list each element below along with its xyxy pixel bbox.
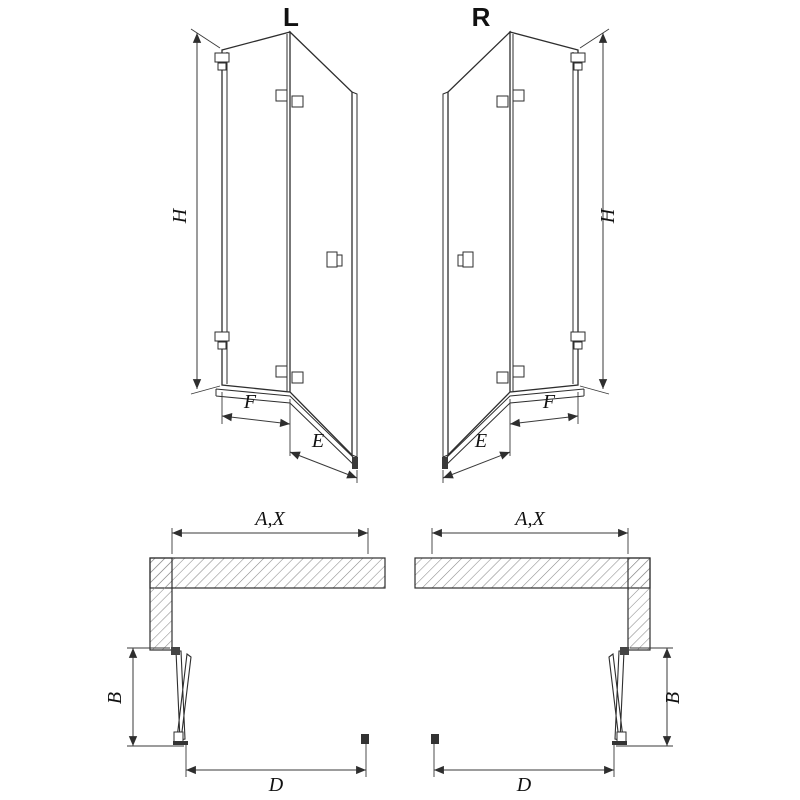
variant-label-left: L	[283, 2, 299, 32]
back-wall-left-plan	[149, 557, 386, 589]
rail-end-cap-right	[442, 457, 448, 469]
folded-door-right-plan	[608, 647, 629, 745]
opening-label-left-plan: D	[268, 774, 284, 796]
folded-door-left-plan	[171, 647, 192, 745]
depth-label-left-plan: B	[104, 692, 126, 704]
e-label-right: E	[474, 430, 487, 452]
width-extension-lines-right-plan	[431, 528, 629, 554]
f-label-right: F	[542, 391, 556, 413]
f-dim-line-left	[221, 413, 291, 427]
width-label-left-plan: A,X	[253, 508, 285, 530]
plan-right: A,X B D	[414, 508, 684, 796]
closing-profile-right-plan	[431, 734, 439, 744]
threshold-piece-left-plan	[173, 741, 188, 745]
bottom-rail-right	[442, 388, 585, 469]
depth-dimension-left-plan: B	[104, 647, 184, 747]
height-extension-lines-right	[579, 28, 610, 395]
depth-label-right-plan: B	[662, 692, 684, 704]
elevation-left: L H F E	[169, 2, 358, 483]
elevation-right: R H F E	[442, 2, 619, 483]
f-dim-line-right	[509, 413, 579, 427]
e-dimension-left: E	[289, 399, 358, 483]
height-extension-lines-left	[190, 28, 221, 395]
e-label-left: E	[311, 430, 324, 452]
e-extension-lines-left	[289, 399, 358, 483]
pivot-block-right-plan	[616, 731, 627, 743]
side-wall-right-plan	[627, 557, 651, 651]
door-blades-right-plan	[608, 650, 625, 741]
plan-left: A,X B D	[104, 508, 386, 796]
opening-dimension-left-plan: D	[185, 744, 367, 796]
door-blades-left-plan	[175, 650, 192, 741]
handle-left	[326, 251, 343, 268]
hinges-right	[496, 52, 586, 384]
pivot-block-left-plan	[173, 731, 184, 743]
back-wall-right-plan	[414, 557, 651, 589]
opening-label-right-plan: D	[516, 774, 532, 796]
side-wall-left-plan	[149, 557, 173, 651]
e-dim-line-right	[442, 451, 511, 479]
height-dimension-left: H	[169, 28, 221, 395]
opening-dimension-right-plan: D	[433, 744, 615, 796]
e-dimension-right: E	[442, 399, 511, 483]
hinges-left	[214, 52, 304, 384]
f-dimension-left: F	[221, 391, 291, 427]
threshold-piece-right-plan	[612, 741, 627, 745]
f-label-left: F	[243, 391, 257, 413]
variant-label-right: R	[472, 2, 491, 32]
depth-dimension-right-plan: B	[616, 647, 684, 747]
f-dimension-right: F	[509, 391, 579, 427]
height-label-right: H	[597, 207, 619, 224]
opening-extension-lines-left-plan	[185, 744, 367, 777]
wall-bracket-left-plan	[171, 647, 180, 655]
width-label-right-plan: A,X	[513, 508, 545, 530]
bottom-rail-left	[215, 388, 358, 469]
height-label-left: H	[169, 207, 191, 224]
width-dimension-right-plan: A,X	[431, 508, 629, 554]
opening-extension-lines-right-plan	[433, 744, 615, 777]
width-dimension-left-plan: A,X	[171, 508, 369, 554]
rail-end-cap-left	[352, 457, 358, 469]
handle-right	[457, 251, 474, 268]
closing-profile-left-plan	[361, 734, 369, 744]
depth-extension-lines-left-plan	[127, 647, 184, 747]
height-dimension-right: H	[579, 28, 619, 395]
width-extension-lines-left-plan	[171, 528, 369, 554]
wall-bracket-right-plan	[620, 647, 629, 655]
e-dim-line-left	[289, 451, 358, 479]
